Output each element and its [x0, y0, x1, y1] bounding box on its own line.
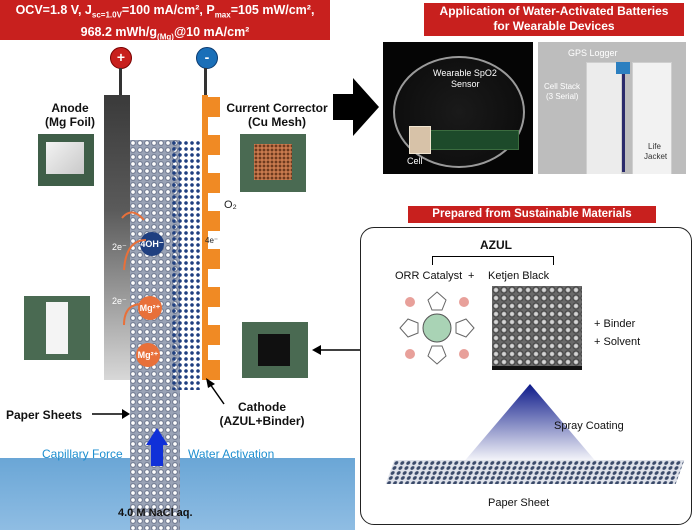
sensor-photo-cell-label: Cell — [407, 156, 423, 166]
cathode-layer — [172, 140, 200, 390]
paper-sheets-arrow — [92, 409, 130, 419]
life-jacket-label-2: Jacket — [644, 152, 668, 161]
sensor-photo-label-1: Wearable SpO2 — [433, 68, 497, 78]
negative-terminal-icon: - — [196, 47, 218, 69]
current-collector-cu-mesh — [202, 95, 208, 380]
application-arrow — [333, 78, 379, 136]
anode-label-1: Anode — [51, 101, 89, 115]
capillary-force-label: Capillary Force — [42, 447, 123, 461]
spray-cone — [462, 384, 598, 464]
electron-label-1: 2e⁻ — [112, 242, 127, 252]
positive-terminal-icon: + — [110, 47, 132, 69]
mg-ion-2-icon: Mg²⁺ — [136, 343, 160, 367]
sustainable-materials-banner: Prepared from Sustainable Materials — [408, 206, 656, 223]
paper-sheets-label: Paper Sheets — [6, 408, 83, 422]
cu-mesh-tab — [208, 135, 220, 155]
azul-label: AZUL — [480, 238, 512, 252]
cathode-label-2: (AZUL+Binder) — [219, 414, 305, 428]
binder-label: + Binder — [594, 318, 636, 330]
life-jacket-right — [632, 62, 672, 174]
cu-mesh-tab — [208, 325, 220, 345]
oh-ion-icon: 4OH⁻ — [140, 232, 164, 256]
collector-label-2: (Cu Mesh) — [248, 115, 306, 129]
collector-label-1: Current Corrector — [226, 101, 328, 115]
sensor-photo: Wearable SpO2 Sensor Cell — [383, 42, 533, 174]
terminal-lead-negative — [204, 68, 207, 95]
spray-coating-label: Spray Coating — [554, 420, 624, 432]
application-banner-line-2: for Wearable Devices — [493, 19, 615, 33]
terminal-lead-positive — [119, 68, 122, 95]
life-jacket-label-1: Life — [648, 142, 661, 151]
jacket-photo: GPS Logger Cell Stack (3 Serial) Life Ja… — [538, 42, 686, 174]
gps-logger-label: GPS Logger — [568, 48, 618, 58]
cell-stack-label-1: Cell Stack — [544, 82, 581, 91]
solvent-label: + Solvent — [594, 336, 641, 348]
life-jacket-left — [586, 62, 622, 174]
application-banner-line-1: Application of Water-Activated Batteries — [439, 4, 669, 18]
electron-label-3: 4e⁻ — [205, 236, 219, 245]
sensor-photo-label-2: Sensor — [451, 79, 480, 89]
cu-mesh-photo — [240, 134, 306, 192]
performance-banner: OCV=1.8 V, Jsc=1.0V=100 mA/cm², Pmax=105… — [0, 0, 330, 41]
orr-catalyst-molecule — [399, 291, 475, 365]
performance-line-2: 968.2 mWh/g(Mg)@10 mA/cm² — [80, 24, 250, 42]
cu-mesh-tab — [208, 173, 220, 193]
cell-pad — [409, 126, 431, 154]
anode-label-2: (Mg Foil) — [45, 115, 95, 129]
cu-mesh-tab — [208, 249, 220, 269]
orr-catalyst-label: ORR Catalyst — [395, 270, 463, 282]
coated-paper-sheet — [385, 460, 685, 484]
cathode-label-1: Cathode — [238, 400, 286, 414]
mg-ion-1-icon: Mg²⁺ — [138, 296, 162, 320]
cathode-photo — [242, 322, 308, 378]
sem-scale-bar — [492, 366, 582, 370]
ion-flow-arrows — [121, 211, 147, 326]
cu-mesh-tab — [208, 360, 220, 380]
application-banner: Application of Water-Activated Batteries… — [424, 3, 684, 36]
cell-stack-wire — [622, 72, 625, 172]
nacl-label: 4.0 M NaCl aq. — [118, 507, 193, 519]
mg-foil-photo — [38, 134, 94, 186]
cu-mesh-tab — [208, 287, 220, 307]
sensor-board — [427, 130, 519, 150]
cell-stack-label-2: (3 Serial) — [546, 92, 579, 101]
gps-logger — [616, 62, 630, 74]
ketjen-black-label: Ketjen Black — [488, 270, 550, 282]
anode-mg-foil — [104, 95, 130, 380]
water-up-arrow — [146, 428, 168, 466]
cu-mesh-tab — [208, 211, 220, 231]
paper-sheet-photo — [24, 296, 90, 360]
azul-bracket — [432, 256, 554, 265]
water-activation-label: Water Activation — [188, 447, 275, 461]
cathode-arrow — [206, 378, 225, 405]
materials-plus: + — [468, 270, 475, 282]
paper-sheet-label: Paper Sheet — [488, 497, 550, 509]
o2-label: O₂ — [224, 199, 237, 211]
electron-label-2: 2e⁻ — [112, 296, 127, 306]
ketjen-black-sem-image — [492, 286, 582, 366]
cu-mesh-tab — [208, 97, 220, 117]
materials-to-cathode-arrow — [312, 345, 360, 355]
performance-line-1: OCV=1.8 V, Jsc=1.0V=100 mA/cm², Pmax=105… — [15, 3, 315, 20]
